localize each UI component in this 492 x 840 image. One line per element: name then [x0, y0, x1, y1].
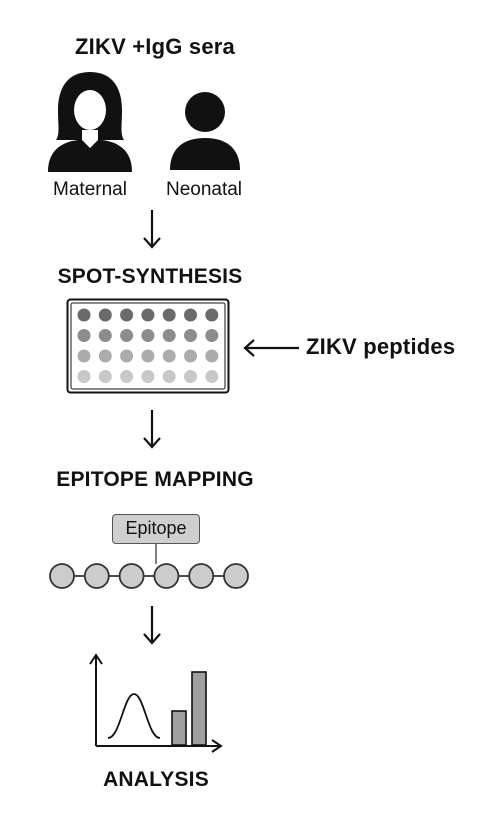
- diagram-title: ZIKV +IgG sera: [75, 34, 235, 59]
- left-arrow: [243, 339, 299, 357]
- peptide-spot: [141, 370, 155, 383]
- peptide-spot: [77, 329, 91, 342]
- peptide-bead: [153, 563, 180, 589]
- peptide-spot: [141, 329, 155, 342]
- peptide-spot: [205, 370, 219, 383]
- peptide-spot: [162, 349, 176, 363]
- peptide-bead-chain: [49, 544, 249, 589]
- zikv-peptides-label: ZIKV peptides: [306, 334, 456, 359]
- peptide-spot: [205, 329, 219, 342]
- female-person-icon: [48, 72, 132, 172]
- peptide-bead: [118, 563, 145, 589]
- analysis-plot-icon: [89, 653, 223, 753]
- person-icon: [170, 92, 240, 170]
- peptide-spot: [77, 308, 91, 322]
- peptide-spot: [141, 349, 155, 363]
- peptide-spot: [120, 329, 134, 342]
- peptide-spot: [162, 370, 176, 383]
- peptide-spot: [162, 308, 176, 322]
- peptide-bead: [83, 563, 110, 589]
- step-analysis: ANALYSIS: [103, 768, 209, 791]
- peptide-spot: [77, 349, 91, 363]
- peptide-spot: [120, 349, 134, 363]
- down-arrow-3: [143, 606, 161, 645]
- peptide-spot: [98, 308, 112, 322]
- step-spot-synthesis: SPOT-SYNTHESIS: [57, 265, 243, 288]
- peptide-spot: [120, 370, 134, 383]
- peptide-bead: [223, 563, 249, 589]
- peptide-spot: [141, 308, 155, 322]
- peptide-spot: [184, 308, 197, 322]
- peptide-spot: [98, 370, 112, 383]
- down-arrow-2: [143, 410, 161, 449]
- peptide-spot: [162, 329, 176, 342]
- peptide-spot: [98, 349, 112, 363]
- peptide-spot: [205, 308, 219, 322]
- maternal-label: Maternal: [53, 179, 127, 200]
- neonatal-label: Neonatal: [165, 179, 243, 200]
- peptide-bead: [49, 563, 75, 589]
- epitope-tag: Epitope: [112, 514, 200, 544]
- peptide-spot: [77, 370, 91, 383]
- epitope-label: Epitope: [125, 518, 187, 538]
- peptide-spot: [184, 329, 197, 342]
- peptide-spot: [184, 370, 197, 383]
- down-arrow-1: [143, 210, 161, 249]
- peptide-array-plate: [66, 298, 230, 394]
- peptide-spot: [184, 349, 197, 363]
- peptide-bead: [188, 563, 215, 589]
- peptide-spot: [205, 349, 219, 363]
- step-epitope-mapping: EPITOPE MAPPING: [56, 468, 254, 491]
- peptide-spot: [120, 308, 134, 322]
- peptide-spot: [98, 329, 112, 342]
